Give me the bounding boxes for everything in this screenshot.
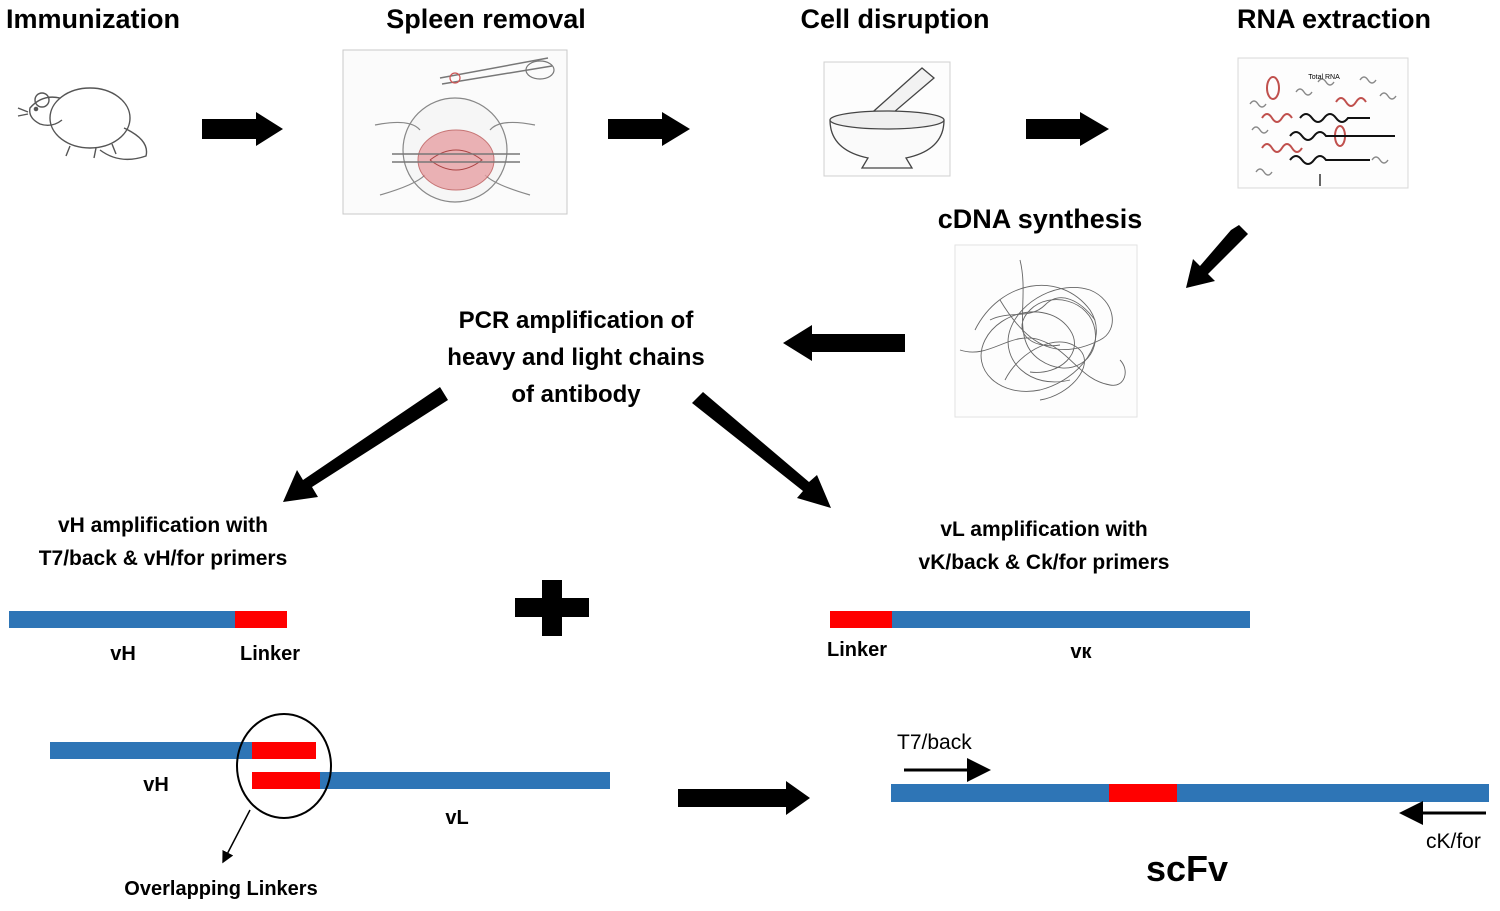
pcr-amplification-label: PCR amplification of heavy and light cha… xyxy=(447,307,705,408)
spleen-dissection-illustration xyxy=(342,49,568,215)
overlap-vl-label: vL xyxy=(445,807,469,829)
t7-back-primer-label: T7/back xyxy=(897,731,972,754)
plus-sign xyxy=(515,580,589,636)
vh-segment-label: vH xyxy=(110,643,136,665)
scfv-construct xyxy=(891,758,1489,825)
step-cell-disruption: Cell disruption xyxy=(800,4,990,34)
overlap-circle xyxy=(236,713,332,819)
vh-amplification-label: vH amplification with T7/back & vH/for p… xyxy=(38,514,288,570)
ck-for-primer-label: cK/for xyxy=(1426,830,1481,853)
arrow-right-2 xyxy=(608,112,690,146)
step-immunization: Immunization xyxy=(6,4,180,34)
step-cdna-synthesis: cDNA synthesis xyxy=(937,204,1143,234)
arrow-down-left-vh xyxy=(283,387,448,502)
vl-segment xyxy=(830,611,1250,628)
vh-linker-label: Linker xyxy=(239,643,301,665)
arrow-down-right-vl xyxy=(692,392,831,508)
arrow-right-3 xyxy=(1026,112,1109,146)
rna-molecules-illustration xyxy=(1237,57,1409,189)
cdna-tangle-illustration xyxy=(954,244,1138,418)
arrow-down-left-rna xyxy=(1186,225,1248,288)
overlap-vh-label: vH xyxy=(143,774,169,796)
vl-linker-label: Linker xyxy=(826,639,888,661)
arrow-left-pcr xyxy=(783,325,905,361)
vh-segment xyxy=(9,611,287,628)
total-rna-label: Total RNA xyxy=(1308,74,1340,81)
overlap-pointer-arrow xyxy=(222,809,251,864)
mouse-illustration xyxy=(17,87,148,161)
step-spleen-removal: Spleen removal xyxy=(386,4,586,34)
overlap-assembly xyxy=(50,713,610,864)
vl-amplification-label: vL amplification with vK/back & Ck/for p… xyxy=(918,518,1170,574)
vk-segment-label: vк xyxy=(1070,641,1092,663)
big-arrows xyxy=(202,112,1248,815)
step-rna-extraction: RNA extraction xyxy=(1236,4,1432,34)
arrow-right-bottom xyxy=(678,781,810,815)
mortar-pestle-illustration xyxy=(823,61,951,177)
scfv-title: scFv xyxy=(1146,848,1229,889)
overlapping-linkers-label: Overlapping Linkers xyxy=(124,878,318,900)
arrow-right-1 xyxy=(202,112,283,146)
